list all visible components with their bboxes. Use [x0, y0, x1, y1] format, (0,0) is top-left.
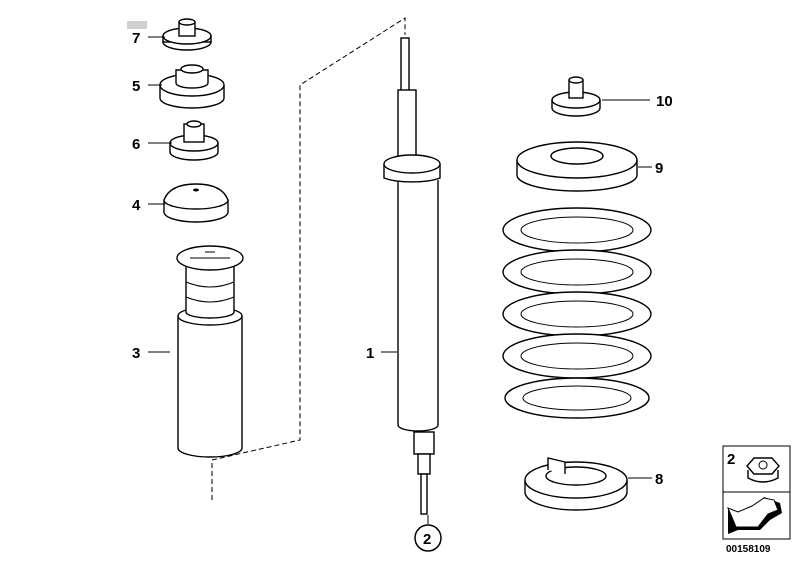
callout-3[interactable]: 3 — [132, 345, 140, 362]
part-1-shock-absorber — [383, 37, 441, 515]
part-10-buffer — [551, 76, 601, 117]
part-7-nut-mount — [162, 18, 212, 51]
part-6-bushing — [169, 120, 219, 161]
callout-8[interactable]: 8 — [655, 471, 663, 488]
part-4-cap — [163, 183, 229, 223]
callout-5[interactable]: 5 — [132, 78, 140, 95]
part-5-rubber-mount — [159, 64, 225, 109]
callout-10[interactable]: 10 — [656, 93, 673, 110]
part-9-spring-seat — [516, 141, 638, 192]
inset-part-label[interactable]: 2 — [727, 451, 735, 468]
catalog-number: 00158109 — [726, 544, 771, 555]
callout-7-highlight — [127, 21, 147, 29]
callout-7[interactable]: 7 — [132, 30, 140, 47]
callout-4[interactable]: 4 — [132, 197, 141, 214]
inset-box: 2 — [722, 445, 791, 540]
coil-spring — [502, 207, 652, 419]
assembly-dashed-line — [211, 17, 406, 500]
callout-2[interactable]: 2 — [423, 531, 431, 548]
callout-6[interactable]: 6 — [132, 136, 140, 153]
callout-2-circle — [414, 524, 442, 552]
part-3-protection-tube — [176, 245, 244, 458]
part-8-spring-pad — [524, 457, 628, 511]
hex-nut-icon — [746, 457, 780, 483]
callout-9[interactable]: 9 — [655, 160, 663, 177]
arrow-icon — [727, 497, 782, 534]
callout-1[interactable]: 1 — [366, 345, 374, 362]
